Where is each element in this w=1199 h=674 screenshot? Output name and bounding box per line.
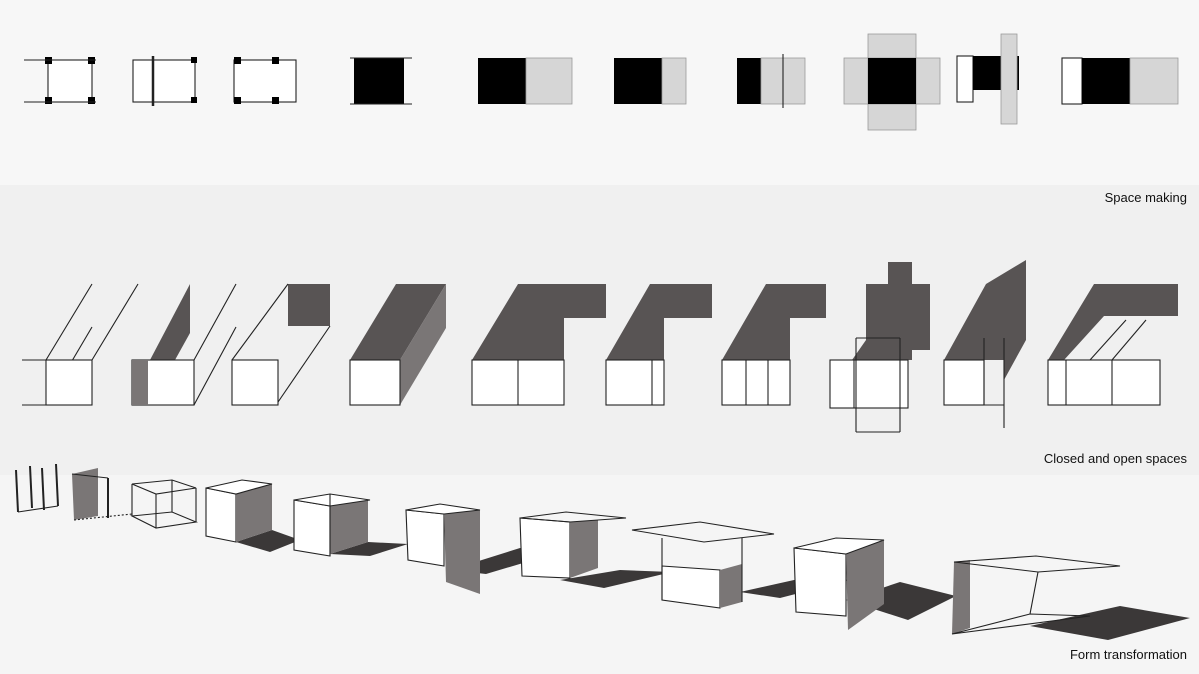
plan-1 [24,57,96,104]
plan-4 [350,57,412,105]
caption-closed-open-spaces: Closed and open spaces [1043,451,1187,466]
shadow-diagram-9 [943,260,1026,428]
perspective-5 [293,493,408,557]
shadow-row [22,260,1178,433]
perspective-1 [15,463,59,513]
perspective-10 [951,555,1190,640]
perspective-7 [519,511,672,588]
shadow-diagram-2 [131,283,237,406]
shadow-diagram-6 [605,284,712,406]
plan-row-background [0,0,1199,185]
plan-8 [843,33,941,131]
plan-row [24,33,1179,131]
perspective-3 [130,479,199,529]
caption-form-transformation: Form transformation [1069,647,1187,662]
plan-3 [233,57,297,104]
shadow-diagram-8 [829,262,930,433]
caption-space-making: Space making [1104,190,1187,205]
perspective-4 [205,479,300,552]
plan-9 [956,33,1019,125]
shadow-diagram-10 [1047,284,1178,406]
perspective-9 [793,537,956,630]
perspective-2 [71,468,133,521]
shadow-diagram-1 [22,283,139,406]
plan-10 [1061,57,1179,105]
shadow-diagram-7 [721,284,826,406]
shadow-diagram-4 [349,284,446,406]
perspective-row [15,463,1190,640]
plan-5 [478,57,573,105]
shadow-diagram-5 [471,284,606,406]
plan-2 [132,56,197,106]
plan-6 [614,57,687,105]
plan-7 [737,54,806,108]
shadow-diagram-3 [231,283,331,406]
